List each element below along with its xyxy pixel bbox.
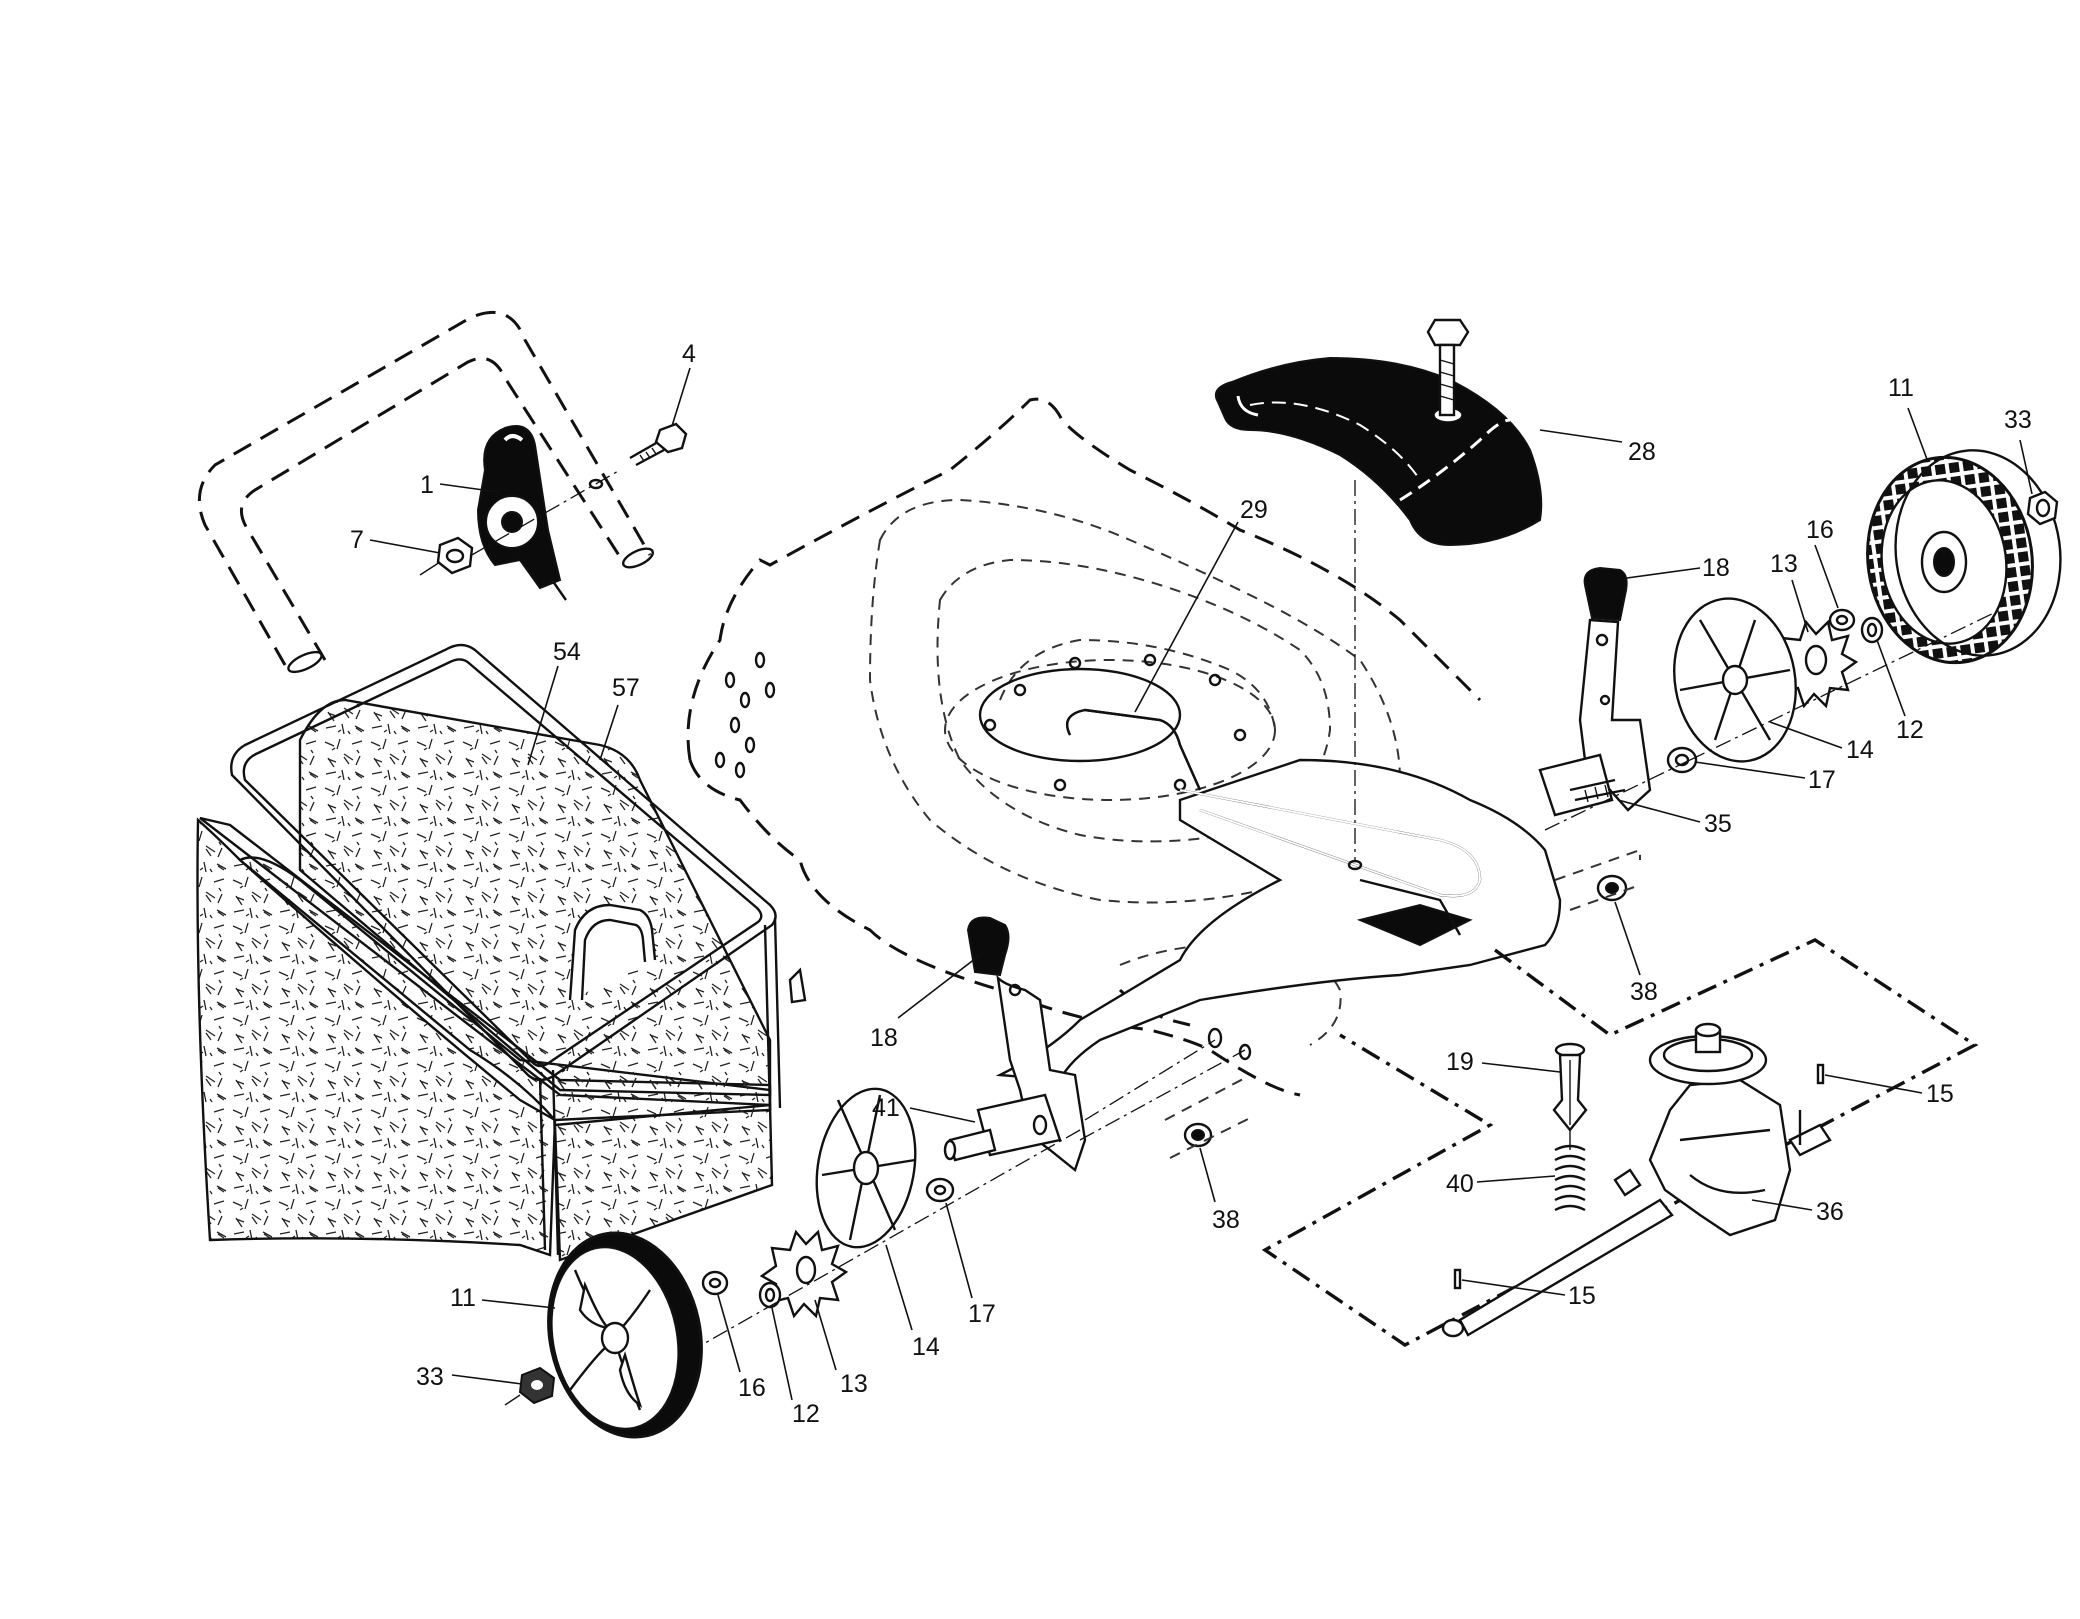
deck-vent-holes <box>714 651 776 779</box>
callout-13-right: 13 <box>1770 550 1798 578</box>
callout-18-left: 18 <box>870 1024 898 1052</box>
bolt-part-28-screw <box>1426 318 1470 417</box>
callout-16-left: 16 <box>738 1374 766 1402</box>
callout-1: 1 <box>420 471 434 499</box>
washer-part-16-right <box>1828 608 1856 632</box>
callout-12-left: 12 <box>792 1400 820 1428</box>
callout-17-left: 17 <box>968 1300 996 1328</box>
callout-11-right: 11 <box>1888 374 1914 402</box>
handle-outline <box>197 310 654 674</box>
pin-part-15-lower <box>1453 1268 1462 1290</box>
callout-19: 19 <box>1446 1048 1474 1076</box>
hubcap-part-14-right <box>1673 597 1797 763</box>
grass-bag-part-57 <box>196 698 774 1262</box>
nut-part-33-left <box>504 1366 556 1406</box>
callout-35: 35 <box>1704 810 1732 838</box>
nut-part-33-right <box>2026 490 2059 526</box>
spring-part-40 <box>1554 1130 1586 1212</box>
callout-18-right: 18 <box>1702 554 1730 582</box>
leader-lines <box>369 367 2033 1401</box>
clip-part-12-right <box>1860 616 1884 644</box>
callout-41: 41 <box>872 1094 900 1122</box>
control-bracket-part-1 <box>476 425 567 601</box>
transmission-part-36 <box>1441 1022 1832 1338</box>
callout-54: 54 <box>553 638 581 666</box>
callout-36: 36 <box>1816 1198 1844 1226</box>
mower-deck <box>686 397 1482 1097</box>
gear-part-13-left <box>759 1229 849 1319</box>
clip-part-12-left <box>758 1281 782 1309</box>
height-adjuster-right <box>1538 566 1652 817</box>
callout-38-right: 38 <box>1630 978 1658 1006</box>
pin-part-15-upper <box>1816 1063 1825 1085</box>
bushing-part-38-right <box>1596 874 1628 902</box>
bag-frame-part-54 <box>230 643 807 1256</box>
front-housing <box>995 708 1562 1082</box>
rear-wheel-right-part-11 <box>1866 449 2062 665</box>
callout-12-right: 12 <box>1896 716 1924 744</box>
callout-4: 4 <box>682 340 696 368</box>
callout-labels: 1 4 7 54 57 29 28 11 33 18 16 13 12 14 1… <box>350 340 2032 1428</box>
nut-part-7 <box>419 536 474 576</box>
callout-15-lower: 15 <box>1568 1282 1596 1310</box>
callout-33-right: 33 <box>2004 406 2032 434</box>
callout-7: 7 <box>350 526 364 554</box>
front-wheel-left-part-11 <box>547 1231 703 1439</box>
deck-bolt-circle <box>944 653 1276 801</box>
washer-part-17-left <box>925 1177 955 1203</box>
button-part-19 <box>1552 1042 1588 1132</box>
washer-part-16-left <box>701 1270 729 1296</box>
callout-14-left: 14 <box>912 1333 940 1361</box>
callout-33-left: 33 <box>416 1363 444 1391</box>
height-adjuster-left-part-41 <box>943 916 1087 1173</box>
callout-38-left: 38 <box>1212 1206 1240 1234</box>
callout-15-upper: 15 <box>1926 1080 1954 1108</box>
bushing-part-38-left <box>1183 1122 1213 1148</box>
callout-40: 40 <box>1446 1170 1474 1198</box>
transmission-boundary <box>1261 938 1979 1347</box>
bolt-part-4 <box>629 422 688 467</box>
washer-part-17-right <box>1666 746 1698 774</box>
hubcap-part-14-left <box>815 1087 917 1249</box>
callout-28: 28 <box>1628 438 1656 466</box>
callout-16-right: 16 <box>1806 516 1834 544</box>
callout-14-right: 14 <box>1846 736 1874 764</box>
callout-13-left: 13 <box>840 1370 868 1398</box>
callout-11-left: 11 <box>450 1284 476 1312</box>
callout-17-right: 17 <box>1808 766 1836 794</box>
callout-29: 29 <box>1240 496 1268 524</box>
callout-57: 57 <box>612 674 640 702</box>
